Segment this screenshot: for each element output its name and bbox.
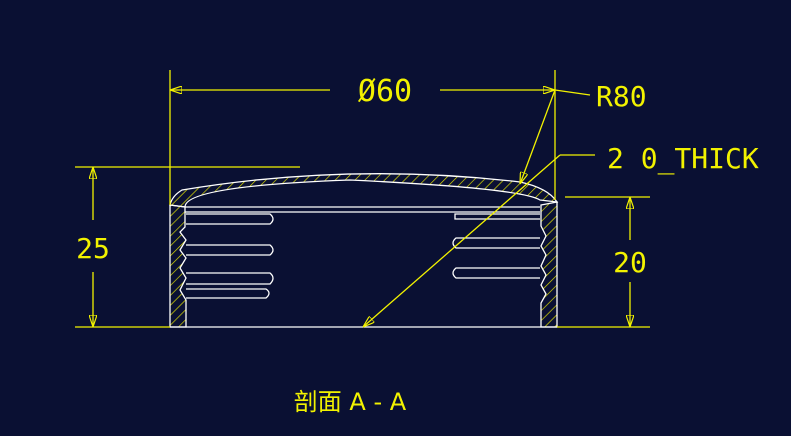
right-thread-3	[452, 267, 540, 279]
dome-hatch	[169, 173, 559, 208]
cap-wall-section	[169, 173, 559, 328]
left-thread-4	[186, 288, 270, 299]
cap-geometry	[170, 206, 557, 328]
overall-height-label: 25	[76, 232, 110, 265]
right-thread-2	[452, 237, 540, 249]
inner-height-label: 20	[613, 246, 647, 279]
radius-leader-tail	[554, 89, 591, 96]
left-thread-2	[186, 244, 274, 256]
left-wall-hatch	[169, 204, 187, 328]
section-label: 剖面 A - A	[294, 388, 407, 416]
left-thread-3	[186, 272, 274, 285]
dimension-lines	[75, 70, 650, 327]
thick-leader-diag	[363, 154, 561, 327]
left-thread-1	[186, 213, 274, 225]
dimension-labels: Ø60 R80 2 0_THICK 25 20	[76, 74, 759, 279]
right-thread-1	[454, 213, 540, 220]
radius-leader	[520, 89, 556, 184]
diameter-label: Ø60	[358, 74, 412, 109]
right-wall-hatch	[540, 201, 558, 328]
radius-label: R80	[596, 80, 647, 113]
thickness-label: 2 0_THICK	[607, 142, 759, 176]
